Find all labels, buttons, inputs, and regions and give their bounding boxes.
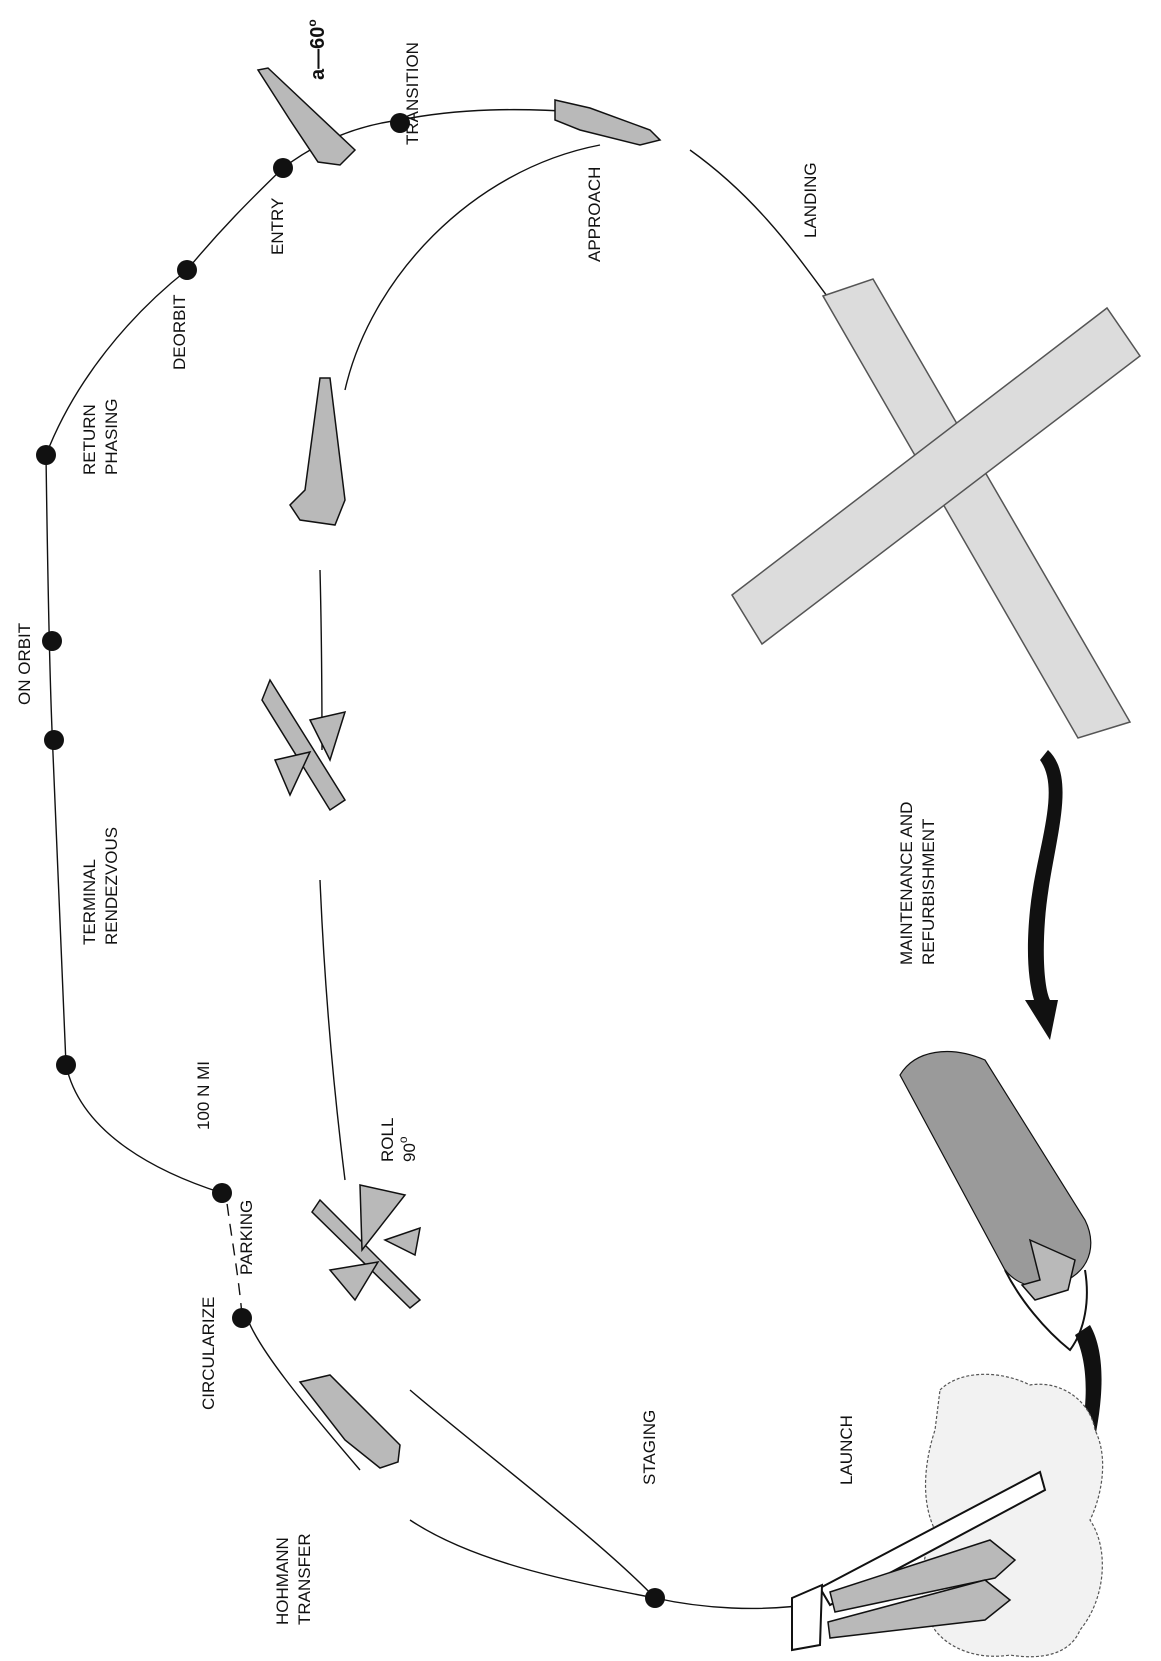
parking-label: PARKING — [237, 1200, 256, 1275]
roll-vehicle-middle — [261, 678, 347, 812]
hangar-body — [899, 1050, 1092, 1288]
ascent-roll-path — [409, 1389, 656, 1599]
labels: HOHMANN TRANSFER CIRCULARIZE PARKING 100… — [15, 19, 938, 1625]
approach-path — [399, 108, 581, 121]
runway — [731, 278, 1142, 739]
hangar-opening — [1004, 1269, 1088, 1352]
deorbit-path — [45, 269, 188, 456]
roll-label: ROLL — [378, 1118, 397, 1162]
staging-label: STAGING — [640, 1410, 659, 1485]
approach-label: APPROACH — [585, 167, 604, 262]
orbit-path — [45, 454, 67, 1066]
on-orbit-dot-lower — [44, 730, 64, 750]
maintenance-label-line2: REFURBISHMENT — [919, 819, 938, 965]
roll-vehicle-lower — [311, 1184, 422, 1310]
launch-booster-a — [829, 1539, 1017, 1613]
hohmann-path — [409, 1519, 656, 1599]
rendezvous-label-line2: RENDEZVOUS — [102, 827, 121, 945]
runway-strip-a — [821, 278, 1132, 739]
launch-label: LAUNCH — [837, 1415, 856, 1485]
entry-path — [186, 167, 284, 271]
hangar-shuttle — [1020, 1238, 1076, 1301]
deorbit-label: DEORBIT — [170, 294, 189, 370]
vehicles — [256, 67, 662, 1469]
entry-label: ENTRY — [268, 198, 287, 255]
launch-tower — [818, 1470, 1047, 1607]
runway-strip-b — [731, 306, 1142, 646]
transition-label: TRANSITION — [403, 42, 422, 145]
hohmann-path-upper — [247, 1319, 361, 1471]
roll-angle-label: 90o — [396, 1136, 419, 1162]
return-phasing-label-line2: PHASING — [102, 398, 121, 475]
entry-vehicle — [256, 67, 357, 166]
nmi-label: 100 N MI — [194, 1061, 213, 1130]
rendezvous-approach-path — [65, 1064, 223, 1194]
launch-pad — [791, 1373, 1104, 1658]
roll-degree-mark: o — [396, 1136, 410, 1143]
launch-tower-base — [791, 1583, 824, 1652]
transition-dot — [390, 113, 410, 133]
hohmann-label-line2: TRANSFER — [295, 1533, 314, 1625]
maintenance-arrow-shape — [1025, 750, 1063, 1040]
hohmann-vehicle — [298, 1374, 401, 1469]
staging-dot — [645, 1588, 665, 1608]
inner-return-path — [344, 144, 601, 391]
landing-label: LANDING — [801, 162, 820, 238]
glide-vehicle — [289, 377, 346, 526]
event-dots — [36, 113, 665, 1608]
landing-path — [689, 149, 831, 301]
approach-vehicle — [554, 99, 662, 146]
circularize-dot — [232, 1308, 252, 1328]
maintenance-arrow — [1025, 750, 1063, 1040]
maintenance-label-line1: MAINTENANCE AND — [897, 802, 916, 965]
circularize-label: CIRCULARIZE — [199, 1297, 218, 1410]
on-orbit-dot-upper — [42, 631, 62, 651]
return-phasing-label-line1: RETURN — [80, 404, 99, 475]
hangar — [899, 1050, 1092, 1352]
entry-dot — [273, 158, 293, 178]
alpha-degree-mark: o — [305, 19, 319, 26]
trajectory-lines — [45, 108, 831, 1610]
rendezvous-dot — [56, 1055, 76, 1075]
deorbit-dot — [177, 260, 197, 280]
alpha-label: a—60o — [305, 19, 329, 80]
nmi-dot — [212, 1183, 232, 1203]
launch-booster-b — [827, 1579, 1012, 1639]
return-phasing-dot — [36, 445, 56, 465]
hohmann-label-line1: HOHMANN — [273, 1537, 292, 1625]
parking-orbit-path — [225, 1194, 243, 1316]
rendezvous-label-line1: TERMINAL — [80, 859, 99, 945]
inner-roll-path — [319, 879, 346, 1181]
on-orbit-label: ON ORBIT — [15, 623, 34, 705]
